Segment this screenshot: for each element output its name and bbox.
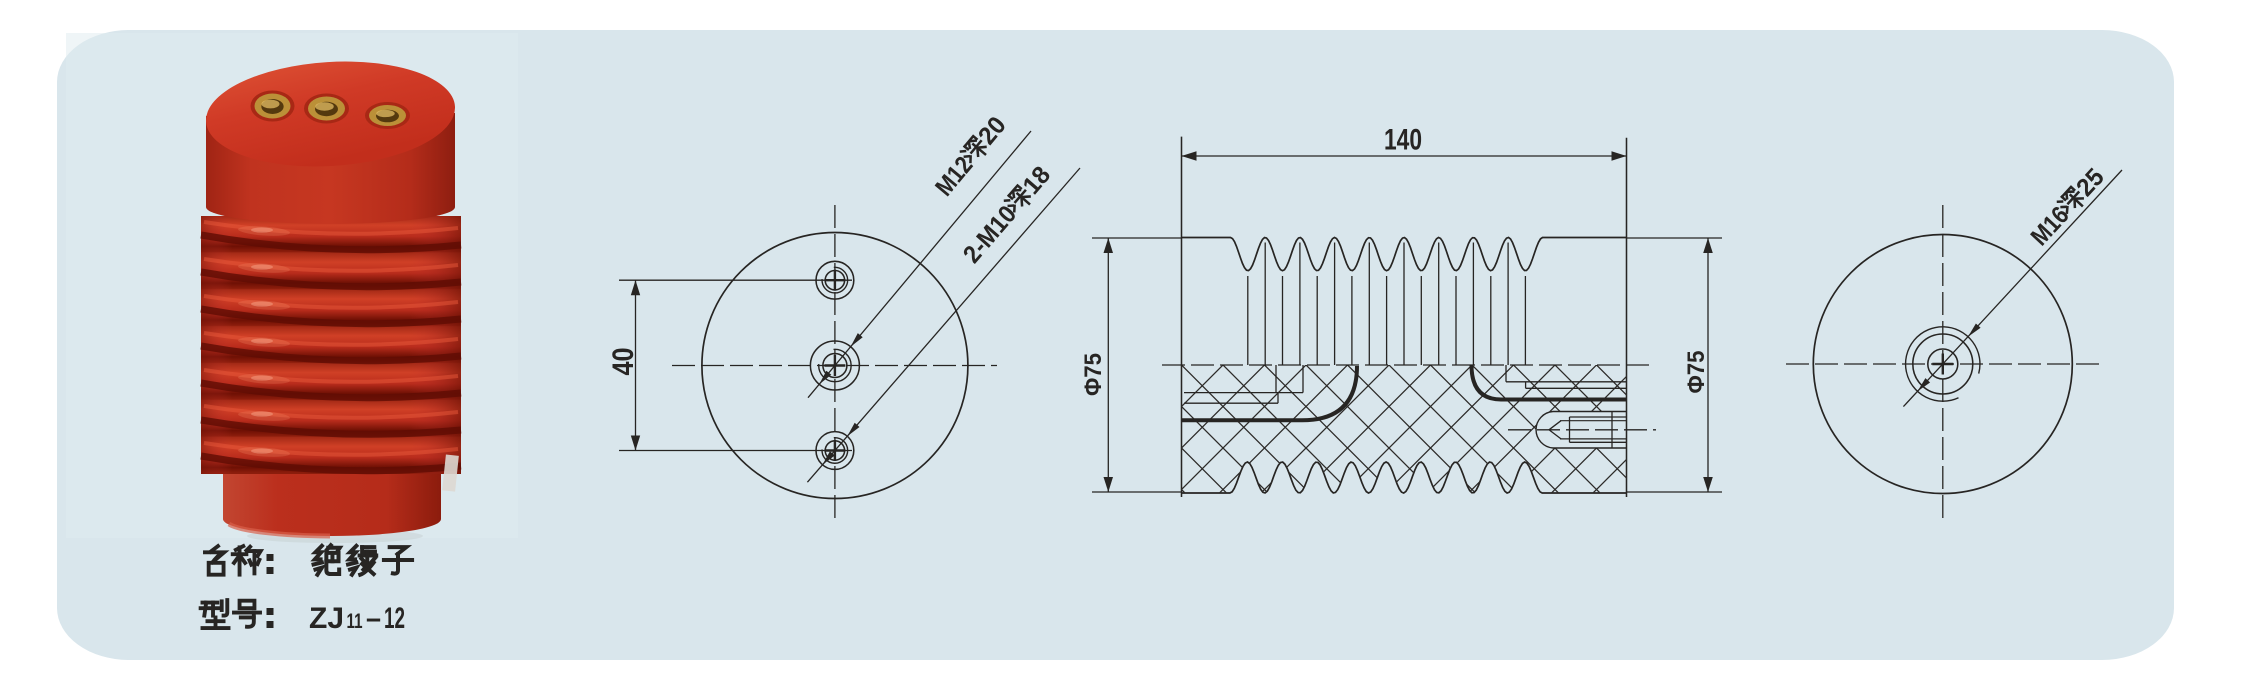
svg-text:–: – [366, 602, 381, 635]
svg-text:11: 11 [347, 610, 363, 633]
svg-text:140: 140 [1384, 124, 1422, 157]
svg-text:Φ75: Φ75 [1080, 353, 1107, 396]
svg-text:ZJ: ZJ [309, 602, 344, 635]
svg-text:Φ75: Φ75 [1683, 351, 1710, 394]
svg-text:40: 40 [607, 348, 640, 376]
svg-text:12: 12 [384, 602, 405, 635]
